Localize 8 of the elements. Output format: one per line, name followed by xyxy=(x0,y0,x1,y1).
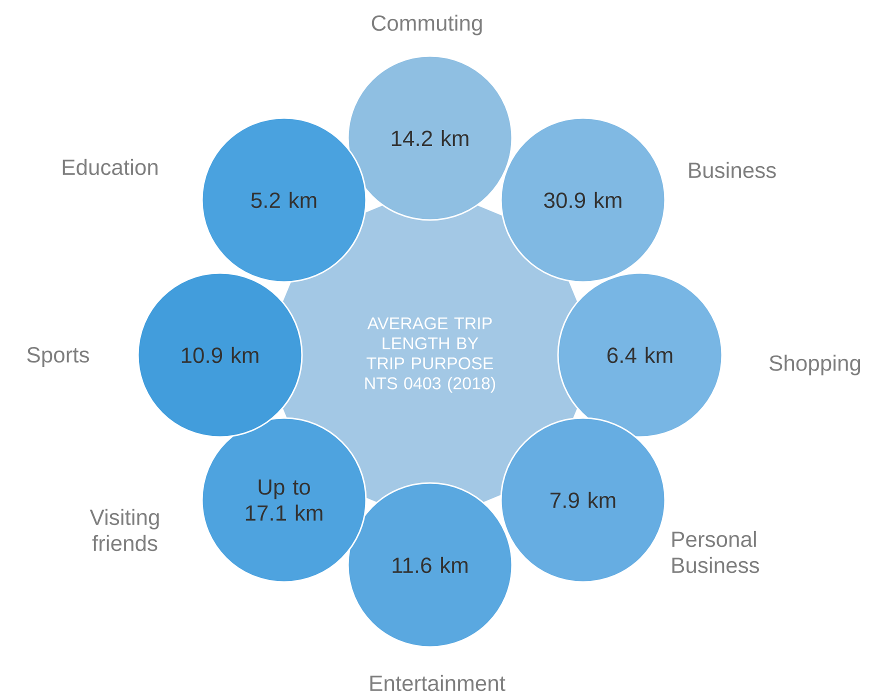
category-label: Shopping xyxy=(770,354,860,376)
category-label: Sports xyxy=(27,347,89,367)
category-label: Visiting friends xyxy=(90,508,159,552)
category-label: Commuting xyxy=(372,14,482,36)
category-label: Personal Business xyxy=(672,530,759,574)
category-label: Entertainment xyxy=(370,674,506,692)
category-label: Business xyxy=(689,162,776,178)
category-label: Education xyxy=(62,158,158,176)
